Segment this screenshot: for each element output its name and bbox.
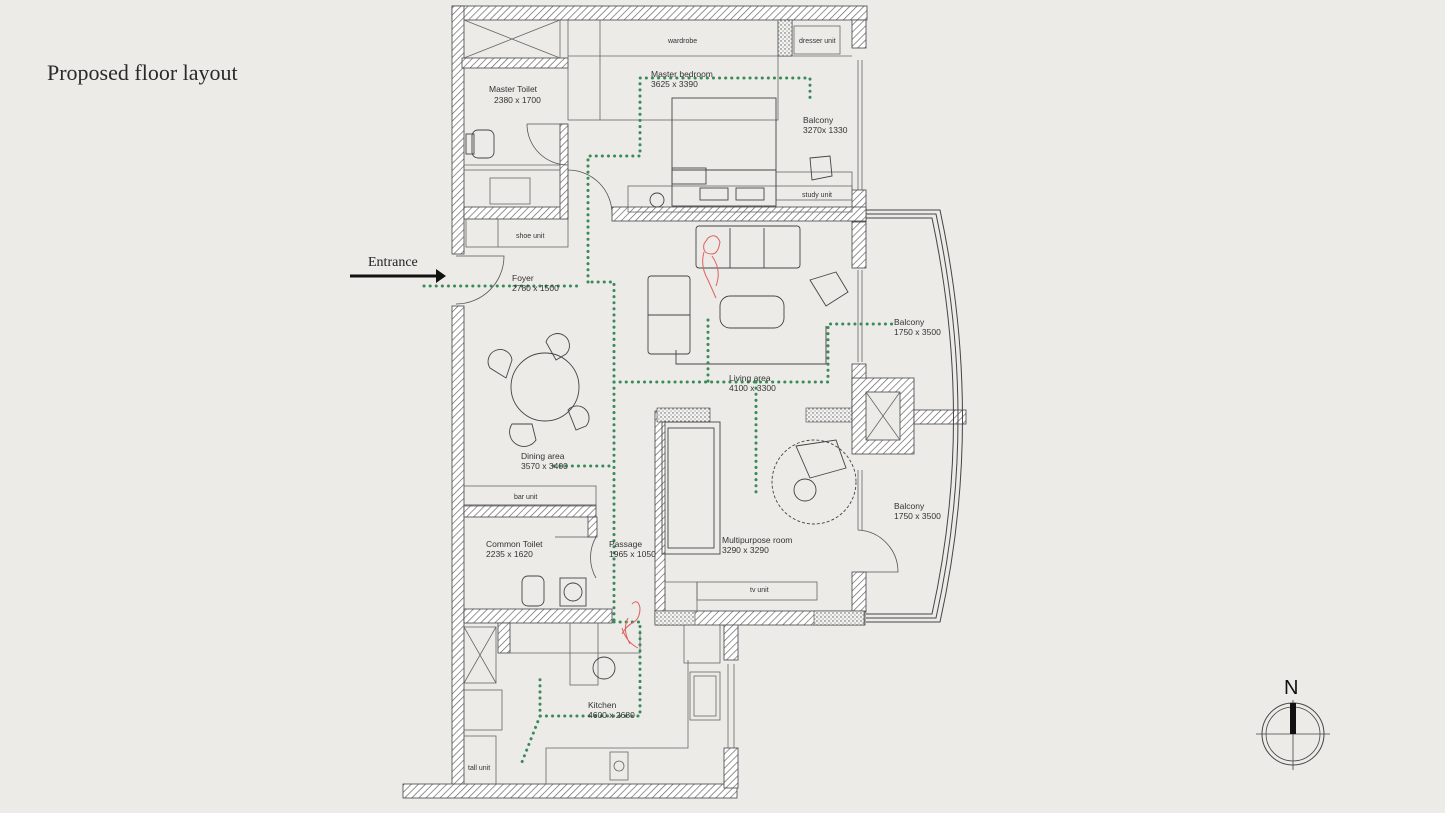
room-dims: 4100 x 3300: [729, 383, 776, 393]
entrance-arrow-icon: [350, 269, 446, 283]
room-name: Multipurpose room: [722, 535, 792, 545]
room-name: Master bedroom: [651, 69, 713, 79]
entrance-label: Entrance: [368, 255, 418, 270]
dining-set: [487, 333, 590, 447]
room-name: Balcony: [803, 115, 834, 125]
room-dims: 4600 x 2680: [588, 710, 635, 720]
human-figures: [621, 235, 721, 649]
bathroom-fixtures: [465, 129, 616, 680]
living-furniture: [647, 225, 857, 555]
shoe-label: shoe unit: [516, 233, 544, 240]
room-dims: 1750 x 3500: [894, 327, 941, 337]
room-dims: 3570 x 3400: [521, 461, 568, 471]
room-dims: 3290 x 3290: [722, 545, 769, 555]
room-name: Passage: [609, 539, 642, 549]
wardrobe-label: wardrobe: [667, 38, 697, 45]
study-label: study unit: [802, 192, 832, 199]
dresser-label: dresser unit: [799, 38, 836, 45]
room-name: Dining area: [521, 451, 565, 461]
curved-balcony: [866, 209, 963, 623]
interior-walls: [461, 57, 867, 654]
room-dims: 1965 x 1050: [609, 549, 656, 559]
room-name: Kitchen: [588, 700, 617, 710]
unit-labels: wardrobe dresser unit study unit shoe un…: [468, 38, 836, 772]
room-dims: 2380 x 1700: [494, 95, 541, 105]
circulation-path: [422, 76, 898, 764]
bar-label: bar unit: [514, 494, 537, 501]
room-name: Common Toilet: [486, 539, 543, 549]
doors: [455, 123, 899, 579]
room-dims: 1750 x 3500: [894, 511, 941, 521]
room-dims: 3625 x 3390: [651, 79, 698, 89]
columns: [654, 19, 865, 626]
room-name: Balcony: [894, 317, 925, 327]
room-dims: 2780 x 1500: [512, 283, 559, 293]
room-name: Master Toilet: [489, 84, 538, 94]
compass-label: N: [1284, 677, 1298, 699]
room-name: Balcony: [894, 501, 925, 511]
bed: [649, 97, 833, 208]
room-labels: Master Toilet 2380 x 1700 Master bedroom…: [486, 69, 941, 720]
room-name: Foyer: [512, 273, 534, 283]
page-title: Proposed floor layout: [47, 60, 238, 85]
room-name: Living area: [729, 373, 771, 383]
room-dims: 3270x 1330: [803, 125, 848, 135]
shaft: [851, 377, 967, 455]
room-dims: 2235 x 1620: [486, 549, 533, 559]
tall-unit-label: tall unit: [468, 765, 490, 772]
north-compass-icon: N: [1256, 677, 1330, 770]
tv-label: tv unit: [750, 587, 769, 594]
interior-lines: [463, 19, 863, 785]
